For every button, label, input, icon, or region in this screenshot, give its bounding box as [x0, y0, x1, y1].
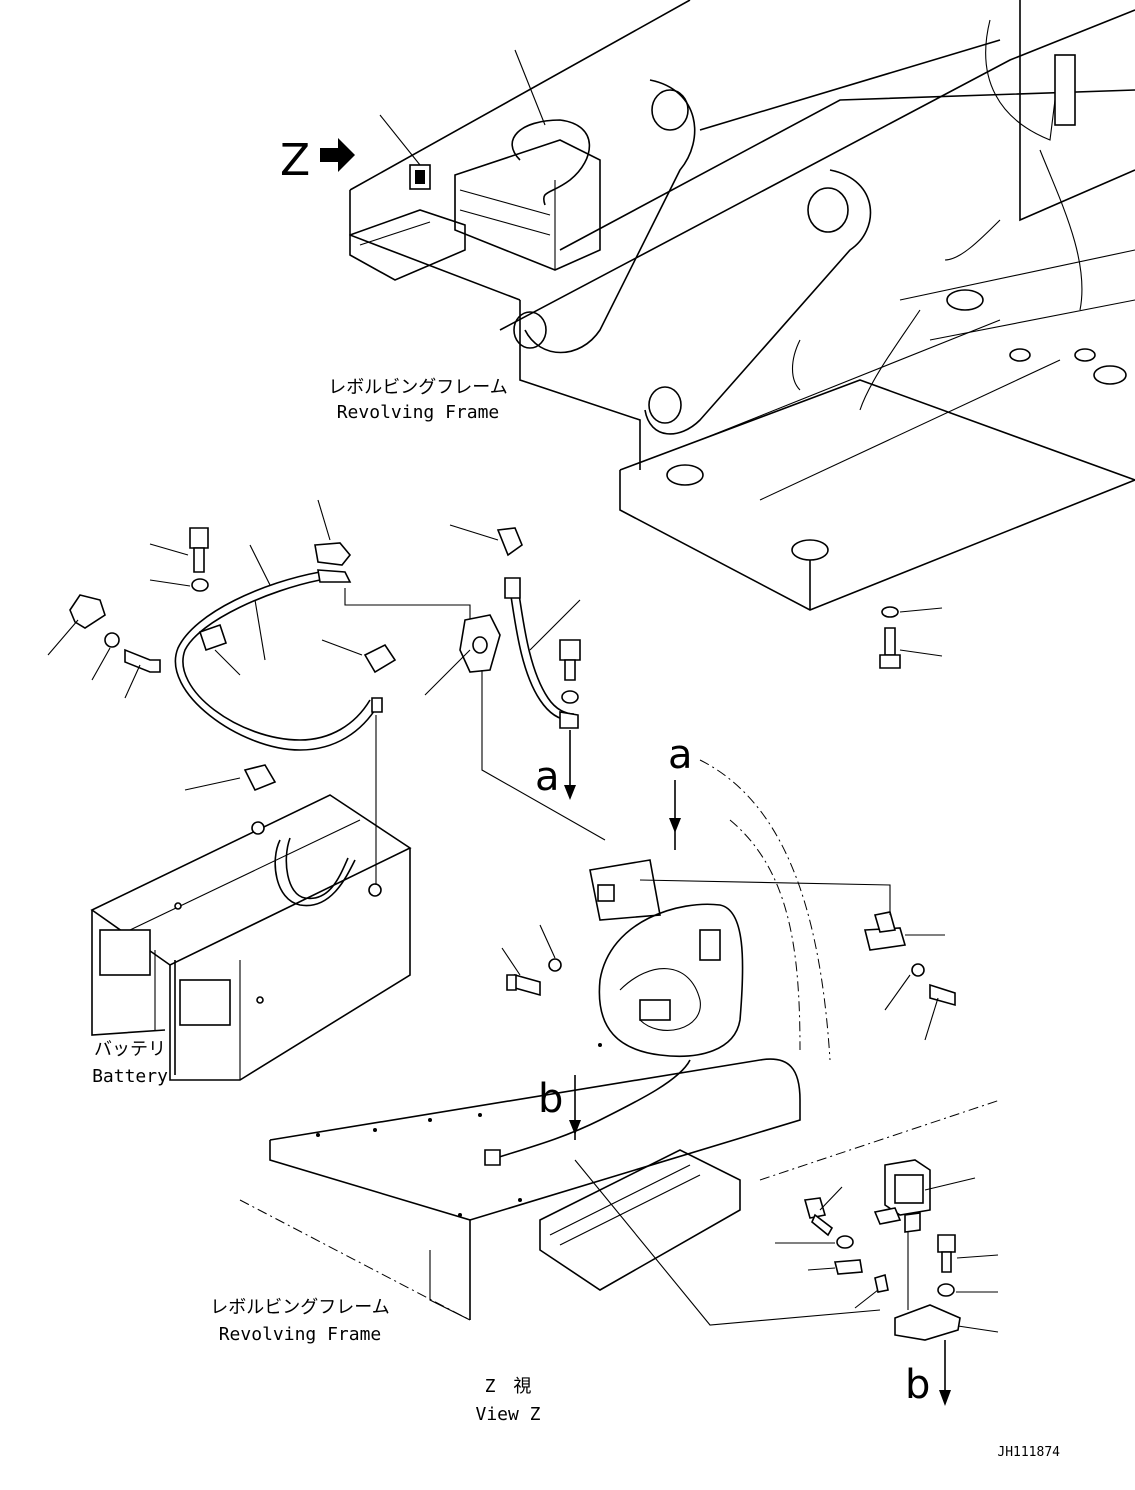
view-z-marker: Z — [280, 135, 310, 186]
battery-cable-assembly — [47, 499, 471, 792]
top-right-bolt-washer — [879, 606, 943, 669]
revolving-frame-overview: Z レボルビングフレーム Revolving Frame — [280, 0, 1135, 611]
battery-label-en: Battery — [92, 1066, 168, 1087]
view-z-caption-en: View Z — [475, 1404, 540, 1425]
frame-label-top-en: Revolving Frame — [337, 402, 500, 423]
disconnect-switch-parts: a — [424, 524, 606, 841]
ref-a-lower: a — [668, 732, 693, 778]
reference-arrow-icon — [569, 1120, 581, 1135]
view-z-assembly: a b レボルビングフレーム Revolving Frame — [210, 732, 1001, 1345]
battery-illustration: バッテリ Battery — [90, 715, 412, 1087]
ref-b-upper: b — [538, 1076, 563, 1122]
battery-label-jp: バッテリ — [94, 1039, 166, 1060]
frame-label-top-jp: レボルビングフレーム — [328, 377, 507, 398]
view-z-caption-jp: Z 視 — [485, 1376, 532, 1397]
bottom-right-switch-bracket: b — [775, 1159, 999, 1408]
reference-arrow-icon — [669, 818, 681, 833]
view-direction-arrow-icon — [320, 138, 355, 172]
frame-label-bottom-en: Revolving Frame — [219, 1324, 382, 1345]
ref-b-lower: b — [905, 1362, 930, 1408]
reference-arrow-icon — [564, 785, 576, 800]
ref-a-upper: a — [535, 754, 560, 800]
reference-arrow-icon — [939, 1390, 951, 1406]
frame-label-bottom-jp: レボルビングフレーム — [210, 1297, 389, 1318]
drawing-code: JH111874 — [997, 1445, 1060, 1460]
